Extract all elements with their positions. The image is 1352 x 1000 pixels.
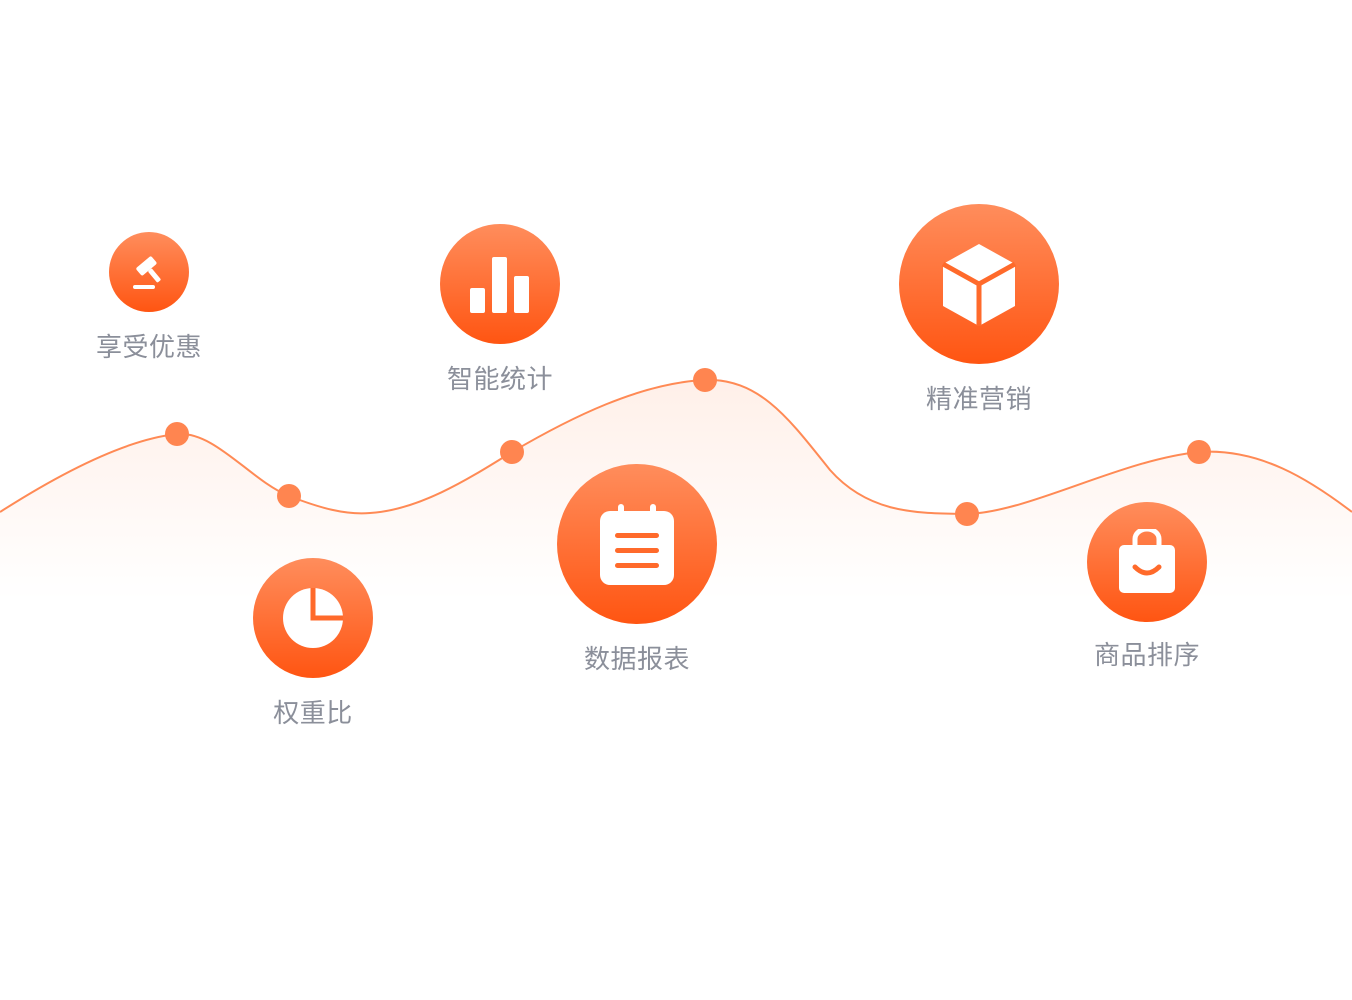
report-circle [557,464,717,624]
feature-label: 商品排序 [1093,641,1200,671]
wave-dot [955,502,979,526]
feature-stats: 智能统计 [430,224,570,397]
cube-icon [939,242,1019,326]
discount-circle [109,232,189,312]
feature-sort: 商品排序 [1077,502,1217,673]
feature-weight: 权重比 [243,558,383,731]
marketing-circle [899,204,1059,364]
stats-circle [440,224,560,344]
wave-dot [277,484,301,508]
feature-label: 数据报表 [583,645,690,675]
weight-circle [253,558,373,678]
wave-line [0,378,1352,516]
bar-chart-icon [468,252,532,316]
feature-label: 智能统计 [446,365,553,395]
wave-dot [693,368,717,392]
gavel-icon [127,252,171,292]
notepad-icon [599,503,675,585]
feature-label: 享受优惠 [95,333,202,363]
feature-report: 数据报表 [557,464,717,677]
wave-dot [500,440,524,464]
wave-dot [165,422,189,446]
shopping-bag-icon [1117,529,1177,595]
feature-label: 权重比 [273,699,353,729]
sort-circle [1087,502,1207,622]
wave-dot [1187,440,1211,464]
feature-label: 精准营销 [925,385,1032,415]
feature-marketing: 精准营销 [899,204,1059,417]
pie-chart-icon [282,587,344,649]
feature-discount: 享受优惠 [84,232,214,365]
